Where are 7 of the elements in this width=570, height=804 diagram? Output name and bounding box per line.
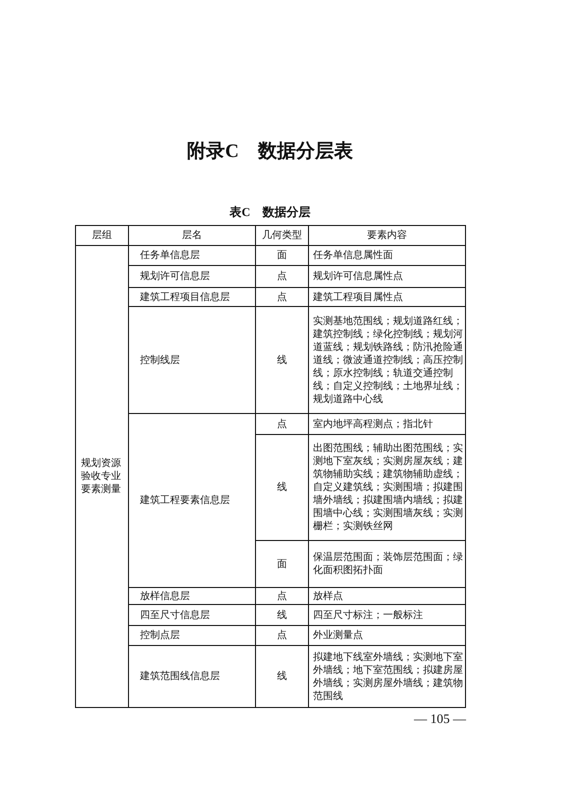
page-title: 附录C 数据分层表: [186, 140, 354, 164]
table-cell: 拟建地下线室外墙线；实测地下室外墙线；地下室范围线；拟建房屋外墙线；实测房屋外墙线；建筑物范围线: [308, 645, 466, 708]
table-caption: 表C 数据分层: [228, 204, 312, 221]
table-cell: 规划资源验收专业要素测量: [75, 245, 129, 708]
header-cell: 层组: [75, 225, 129, 246]
page-number: — 105 —: [413, 711, 467, 727]
header-cell: 要素内容: [308, 225, 466, 246]
